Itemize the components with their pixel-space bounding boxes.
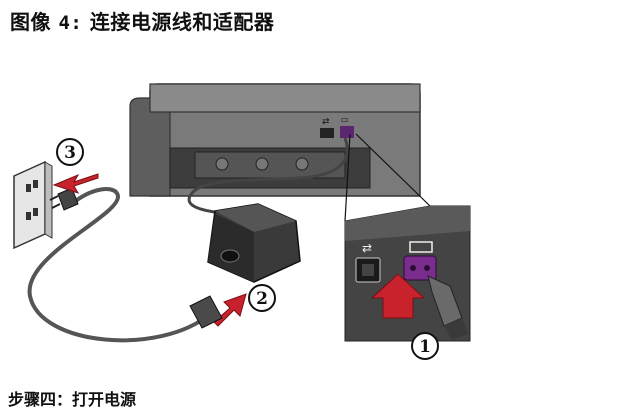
dc-cable	[187, 137, 349, 216]
svg-text:▭: ▭	[341, 115, 349, 124]
step-2-badge: 2	[248, 284, 276, 312]
power-cord	[27, 187, 212, 343]
figure-title: 图像 4: 连接电源线和适配器	[10, 6, 274, 35]
printer: ⇄ ▭	[129, 83, 421, 197]
red-arrow-icon	[213, 293, 247, 327]
step-3-label: 3	[64, 143, 76, 163]
red-arrow-icon	[370, 273, 426, 319]
power-connection-illustration: ⇄ ▭ ⇄ 1	[13, 83, 471, 360]
svg-text:⇄: ⇄	[362, 241, 372, 255]
wall-outlet	[13, 160, 53, 250]
power-adapter	[207, 203, 301, 283]
port-callout: ⇄	[344, 205, 471, 342]
adapter-plug	[189, 295, 223, 329]
step-3-badge: 3	[56, 138, 84, 166]
printer-rear-panel	[194, 151, 346, 179]
svg-text:⇄: ⇄	[322, 117, 330, 127]
figure-label: 图像	[10, 10, 51, 34]
step-1-badge: 1	[411, 332, 439, 360]
usb-icon: ⇄	[362, 241, 372, 255]
figure-caption: 连接电源线和适配器	[89, 10, 275, 34]
power-port-icon	[409, 241, 433, 253]
step-1-label: 1	[419, 337, 431, 357]
step-2-label: 2	[256, 289, 268, 309]
next-step-heading: 步骤四：打开电源	[8, 390, 137, 409]
figure-number: 4:	[58, 12, 83, 34]
red-arrow-icon	[52, 173, 99, 194]
wall-plug	[49, 187, 79, 211]
printer-usb-port: ⇄	[320, 117, 334, 138]
